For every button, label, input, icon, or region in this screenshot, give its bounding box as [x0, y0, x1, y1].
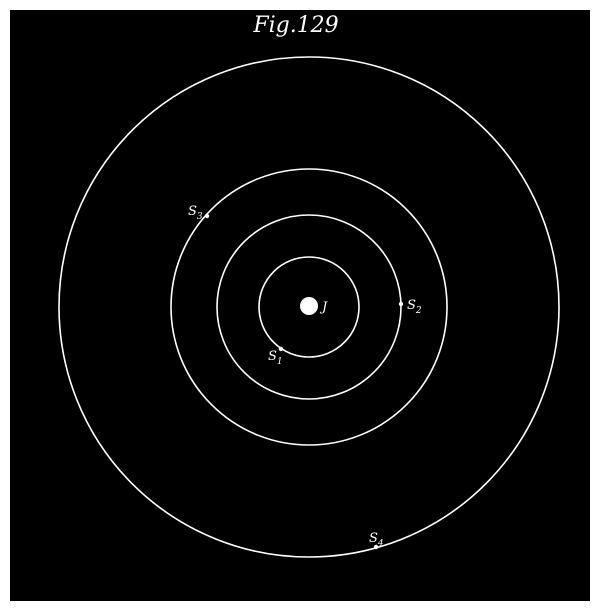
orbit-2: [216, 214, 402, 400]
satellite-label-s4-main: S: [369, 531, 378, 546]
satellite-s4: [373, 544, 379, 550]
orbit-1: [258, 256, 360, 358]
satellite-label-s3: S3: [188, 204, 203, 222]
figure-title: Fig.129: [252, 13, 338, 38]
satellite-s3: [204, 213, 210, 219]
satellite-s1: [278, 346, 284, 352]
orbit-3: [170, 168, 448, 446]
figure-background: [10, 10, 590, 601]
satellite-label-s2-sub: 2: [415, 306, 422, 316]
satellite-label-s1-main: S: [268, 349, 277, 364]
satellite-label-s1: S1: [268, 349, 283, 367]
satellite-label-s4: S4: [369, 531, 384, 549]
satellite-s2: [398, 301, 404, 307]
satellite-label-s2-main: S: [407, 298, 416, 313]
satellite-label-s1-sub: 1: [277, 357, 283, 367]
satellite-label-s4-sub: 4: [377, 539, 384, 549]
planet-label: J: [319, 300, 328, 315]
planet-jupiter: [300, 297, 318, 315]
satellite-label-s3-main: S: [188, 204, 197, 219]
satellite-label-s2: S2: [407, 298, 422, 316]
orbit-4: [58, 56, 560, 558]
satellite-label-s3-sub: 3: [197, 212, 203, 222]
